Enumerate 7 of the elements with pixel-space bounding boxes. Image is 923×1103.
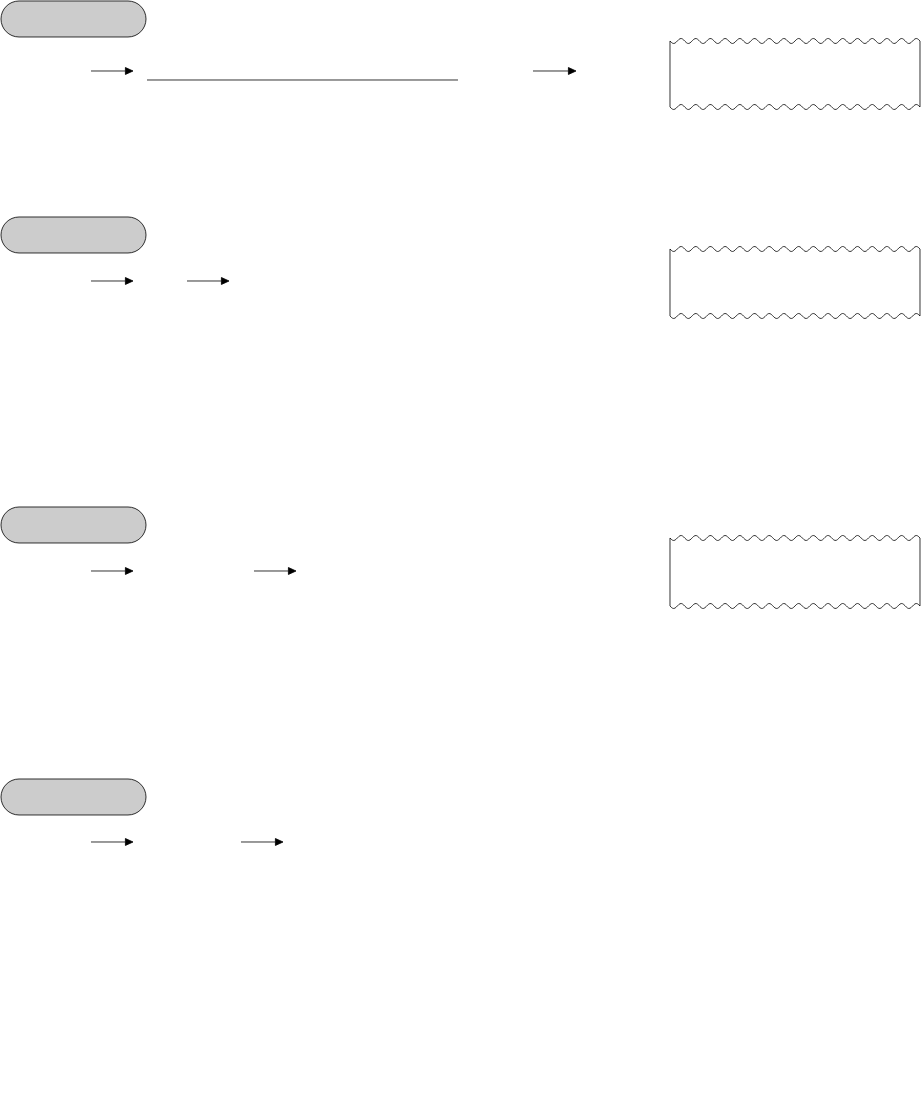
pill-shape: [0, 216, 147, 254]
wavy-box: [669, 246, 921, 319]
pill-shape: [0, 506, 147, 544]
pill-shape: [0, 0, 147, 38]
wavy-box: [669, 38, 921, 110]
pill-shape: [0, 778, 147, 816]
wavy-box: [669, 535, 921, 609]
